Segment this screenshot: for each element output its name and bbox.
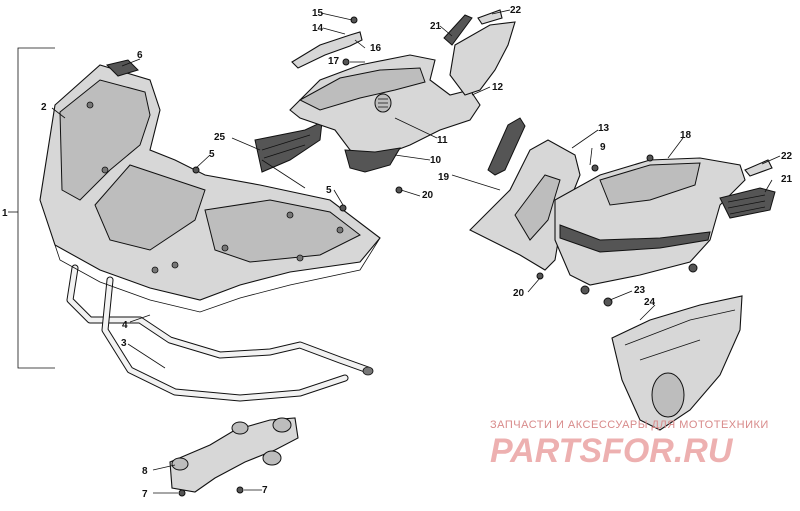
callout-15: 15 bbox=[312, 8, 324, 19]
callout-18: 18 bbox=[680, 130, 692, 141]
callout-7-left: 7 bbox=[142, 489, 148, 500]
callout-3: 3 bbox=[121, 338, 127, 349]
callout-2: 2 bbox=[41, 102, 47, 113]
callout-9: 9 bbox=[600, 142, 606, 153]
callout-17: 17 bbox=[328, 56, 340, 67]
side-grille-pieces bbox=[719, 159, 776, 219]
front-bumper-tubes bbox=[66, 264, 374, 402]
reflector-plate bbox=[106, 59, 139, 77]
callout-19: 19 bbox=[438, 172, 450, 183]
callout-23: 23 bbox=[634, 285, 646, 296]
callout-7-right: 7 bbox=[262, 485, 268, 496]
callout-16: 16 bbox=[370, 43, 382, 54]
callout-labels: 1 2 3 4 5 5 6 7 7 8 9 10 11 12 13 14 15 … bbox=[2, 5, 793, 500]
callout-21-top: 21 bbox=[430, 21, 442, 32]
callout-1: 1 bbox=[2, 208, 8, 219]
splash-guard bbox=[611, 295, 743, 431]
watermark-logo: PARTSFOR.RU bbox=[490, 432, 734, 470]
mount-bracket bbox=[169, 417, 299, 497]
callout-24: 24 bbox=[644, 297, 656, 308]
front-rack bbox=[39, 64, 381, 313]
callout-11: 11 bbox=[437, 135, 448, 146]
watermark-tagline: ЗАПЧАСТИ И АКСЕССУАРЫ ДЛЯ МОТОТЕХНИКИ bbox=[490, 419, 769, 431]
callout-5-lower: 5 bbox=[326, 185, 332, 196]
side-vent-panel bbox=[254, 121, 323, 173]
callout-21-right: 21 bbox=[781, 174, 793, 185]
side-storage-panel bbox=[469, 117, 581, 280]
callout-14: 14 bbox=[312, 23, 324, 34]
lower-side-body bbox=[554, 154, 746, 307]
callout-12: 12 bbox=[492, 82, 504, 93]
callout-22-top: 22 bbox=[510, 5, 522, 16]
callout-25: 25 bbox=[214, 132, 226, 143]
callout-8: 8 bbox=[142, 466, 148, 477]
callout-6: 6 bbox=[137, 50, 143, 61]
callout-20-upper: 20 bbox=[422, 190, 434, 201]
leader-lines bbox=[51, 9, 781, 494]
front-fender-body bbox=[289, 21, 516, 194]
callout-20-lower: 20 bbox=[513, 288, 525, 299]
callout-10: 10 bbox=[430, 155, 442, 166]
callout-22-right: 22 bbox=[781, 151, 793, 162]
grab-handle bbox=[291, 16, 363, 69]
callout-4: 4 bbox=[122, 320, 128, 331]
callout-5-upper: 5 bbox=[209, 149, 215, 160]
assembly-bracket bbox=[8, 47, 55, 369]
callout-13: 13 bbox=[598, 123, 610, 134]
watermark: ЗАПЧАСТИ И АКСЕССУАРЫ ДЛЯ МОТОТЕХНИКИ PA… bbox=[490, 419, 769, 470]
